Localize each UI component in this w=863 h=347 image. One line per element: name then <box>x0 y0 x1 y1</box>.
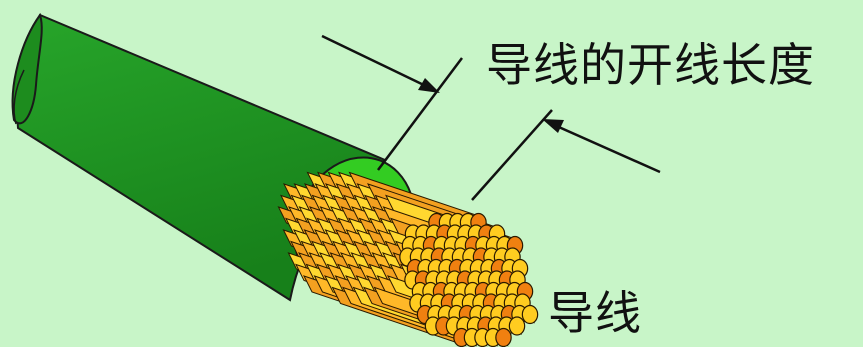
extension-line-right <box>471 109 553 201</box>
strip-length-label: 导线的开线长度 <box>486 38 815 92</box>
dimension-arrow-left <box>321 34 440 93</box>
extension-line-left <box>377 57 463 171</box>
dimension-arrow-right <box>542 119 661 174</box>
wire-label: 导线 <box>548 286 642 340</box>
strand-end <box>508 316 526 336</box>
conductor-strand-ends <box>399 212 539 347</box>
strand-end <box>495 327 512 347</box>
strand-end <box>521 304 539 325</box>
